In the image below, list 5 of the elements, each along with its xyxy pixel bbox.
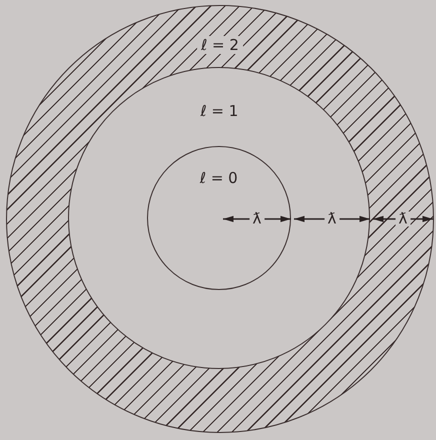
dimension-label: ƛ [250, 212, 264, 226]
dimension-label: ƛ [324, 212, 340, 226]
region-label: ℓ = 2 [197, 36, 243, 54]
region-circle [68, 67, 370, 370]
dimension-label: ƛ [396, 212, 410, 226]
